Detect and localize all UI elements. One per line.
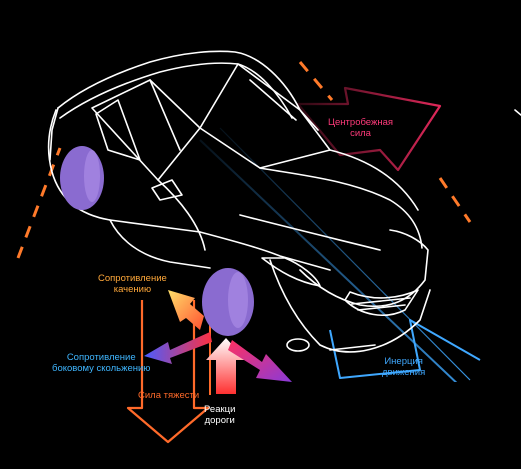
front-wheel <box>202 268 254 336</box>
lateral-line-1: Сопротивление <box>66 352 136 363</box>
trajectory-dashes <box>16 61 472 259</box>
label-inertia: Инерция движения <box>382 356 425 378</box>
label-centrifugal-force: Центробежная сила <box>328 117 393 139</box>
label-gravity: Сила тяжести <box>138 390 199 401</box>
car-wireframe <box>47 50 521 353</box>
rolling-line-2: качению <box>113 284 152 295</box>
label-road-reaction: Реакци дороги <box>204 404 235 426</box>
rolling-line-1: Сопротивление <box>98 273 167 284</box>
black-overlay-bar <box>242 382 521 469</box>
inertia-line-1: Инерция <box>384 356 423 367</box>
gravity-text: Сила тяжести <box>138 390 200 401</box>
label-lateral-resistance: Сопротивление боковому скольжению <box>52 352 150 374</box>
downforce-arrow <box>228 340 292 382</box>
road-reaction-line-1: Реакци <box>204 404 236 415</box>
rear-wheel <box>60 146 104 210</box>
inertia-lines <box>199 127 481 406</box>
road-reaction-line-2: дороги <box>204 415 235 426</box>
lateral-line-2: боковому скольжению <box>52 363 151 374</box>
centrifugal-line-2: сила <box>350 128 371 139</box>
inertia-line-2: движения <box>382 367 426 378</box>
rolling-resistance-arrow <box>168 290 204 330</box>
label-rolling-resistance: Сопротивление качению <box>98 273 167 295</box>
lateral-resistance-arrow <box>144 332 212 364</box>
centrifugal-line-1: Центробежная <box>328 117 394 128</box>
